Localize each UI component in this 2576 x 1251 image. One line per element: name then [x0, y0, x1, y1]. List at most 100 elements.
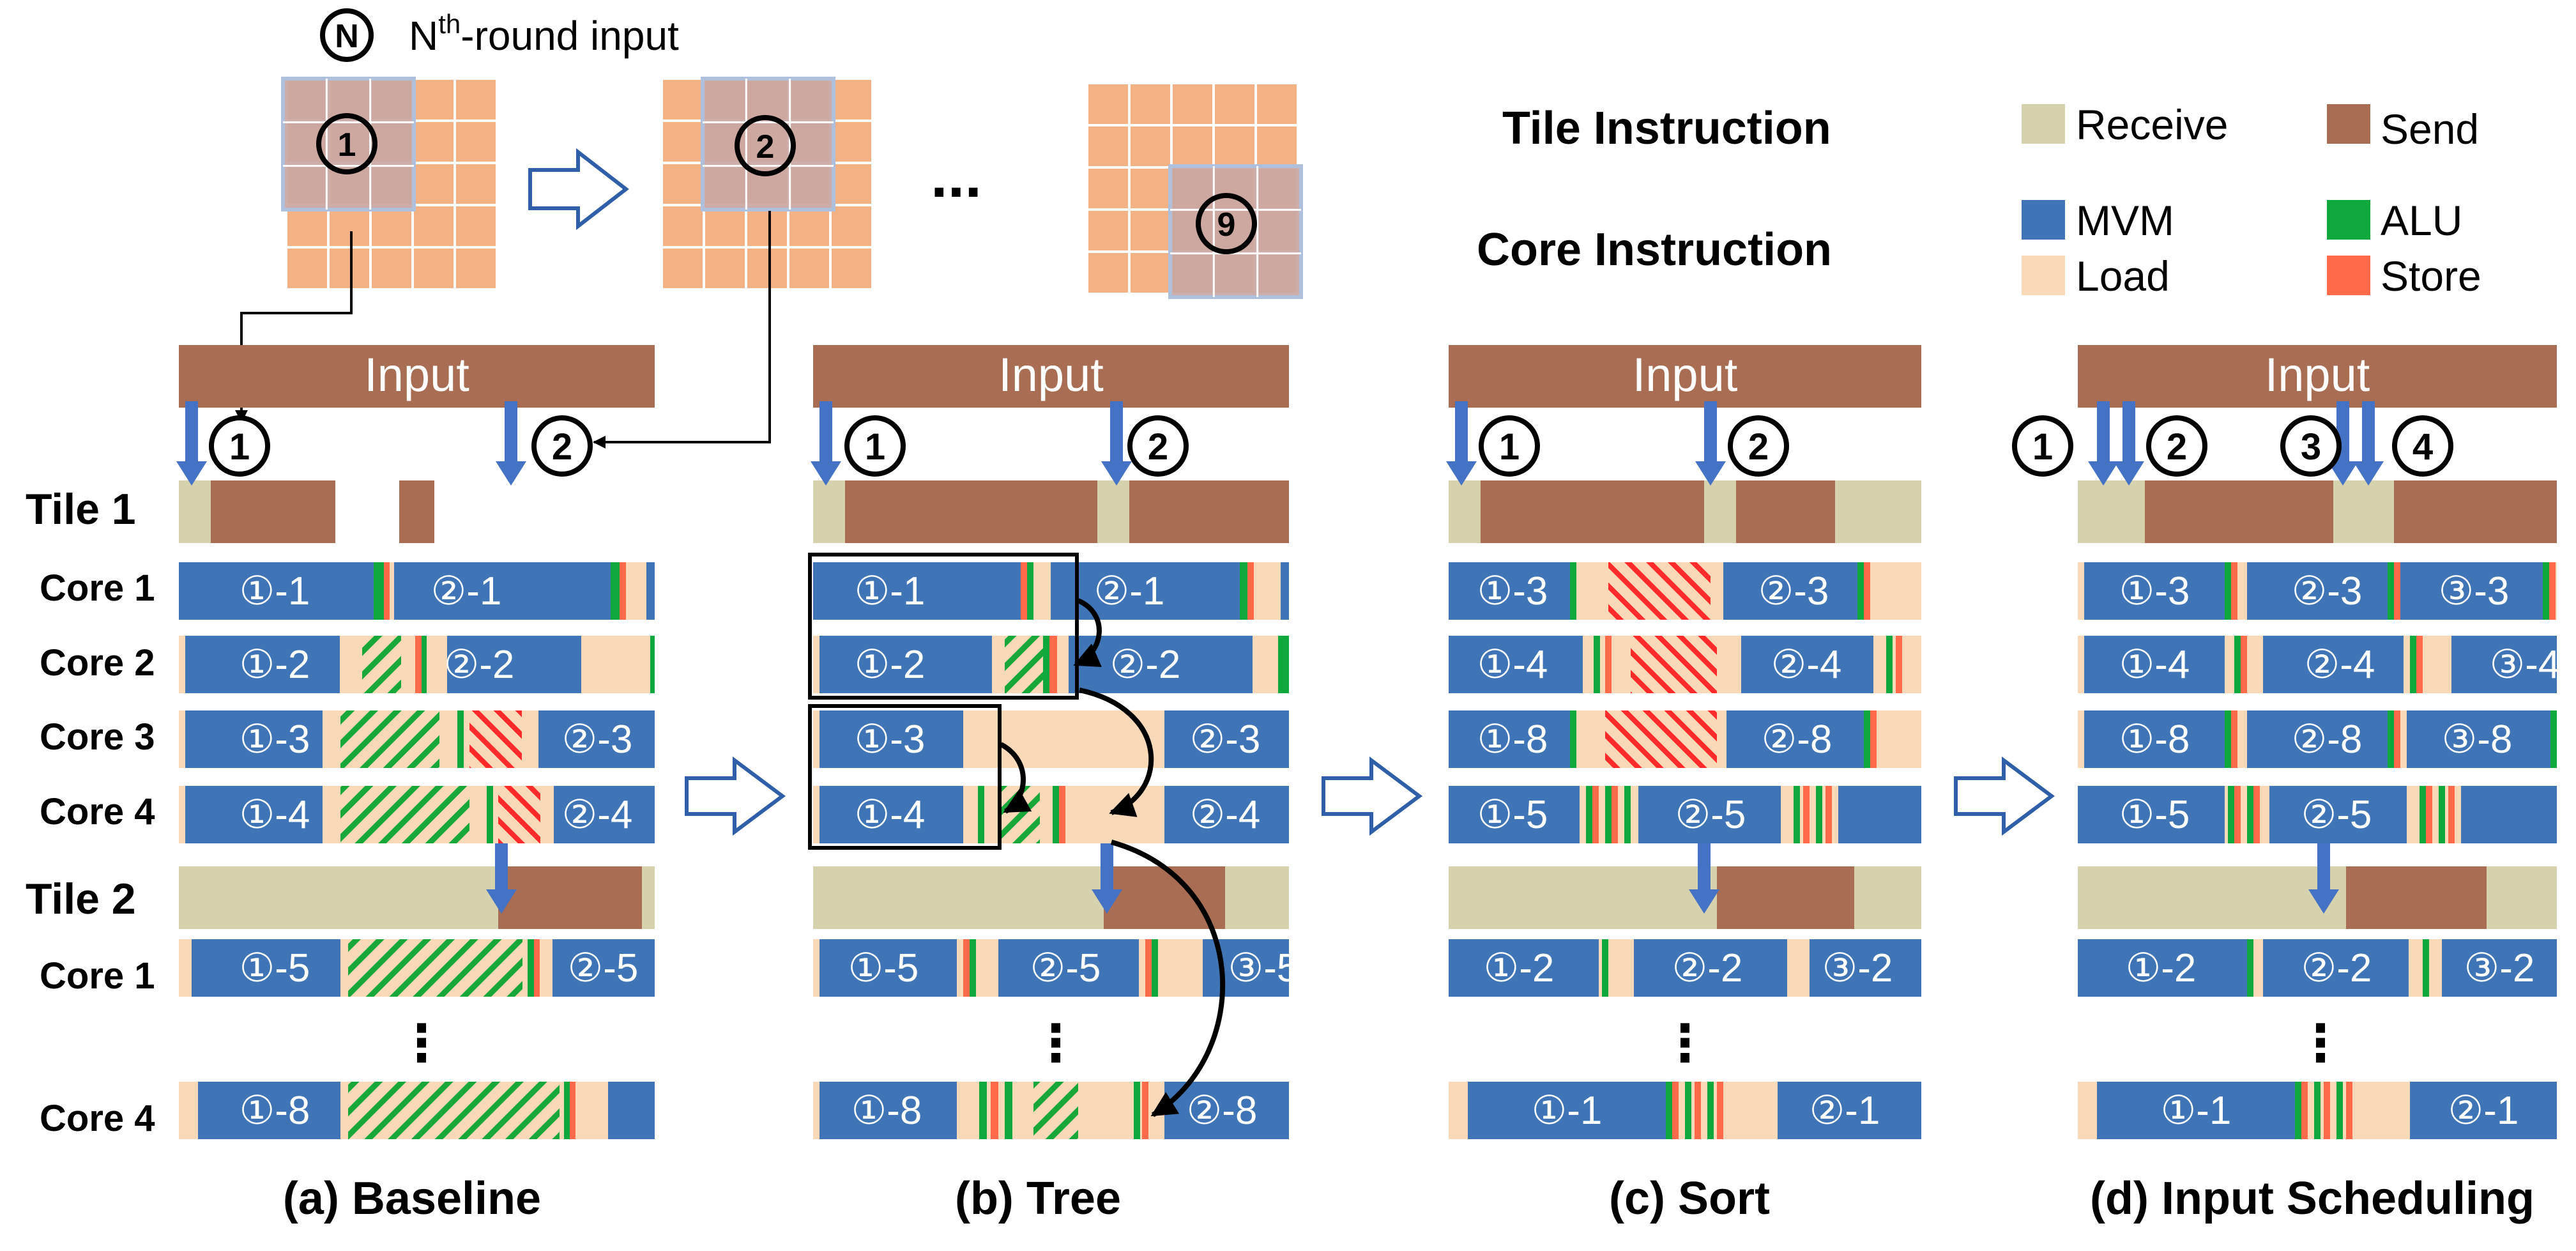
core-segment-store — [1592, 786, 1599, 843]
core-segment-mvm — [538, 710, 655, 768]
grid-cell — [453, 204, 498, 249]
grid-cell — [411, 162, 456, 206]
grid-cell — [411, 204, 456, 249]
tile1-segment — [1097, 480, 1129, 543]
core-segment-mvm — [1726, 710, 1864, 768]
core-task-label: ①-4 — [240, 793, 310, 837]
core-segment-mvm — [1741, 636, 1873, 693]
core-segment-alu — [2410, 636, 2416, 693]
core-segment-mvm — [179, 562, 374, 620]
receive-arrow — [176, 401, 207, 486]
core-segment-store — [2231, 562, 2237, 620]
core-segment-alu — [1134, 1082, 1140, 1139]
round-circle-number: 1 — [865, 426, 885, 468]
round-circle — [2012, 415, 2073, 477]
core-segment-alu — [1027, 562, 1033, 620]
core-segment-mvm — [1838, 786, 1921, 843]
legend-load-swatch — [2022, 256, 2065, 295]
core-task-label: ③-2 — [1822, 946, 1893, 990]
tile2-segment — [1225, 866, 1289, 929]
core-segment-alu — [1005, 1082, 1012, 1139]
core-task-label: ①-8 — [851, 1089, 922, 1133]
core-segment-mvm — [819, 786, 963, 843]
core-segment-alu — [1278, 636, 1289, 693]
tile2-segment — [1449, 866, 1717, 929]
receive-arrow — [2114, 401, 2144, 486]
core-segment-alu — [1152, 939, 1158, 997]
grid-cell — [829, 119, 874, 164]
nth-round-label: Nth-round input — [409, 9, 679, 59]
core-segment-alu — [1594, 636, 1600, 693]
core-segment-alu — [2247, 786, 2253, 843]
core-segment-alu — [2234, 636, 2241, 693]
tile2-segment — [1854, 866, 1921, 929]
core-segment-store — [534, 939, 540, 997]
grid-cell — [829, 246, 874, 291]
tile2-arrow — [2308, 838, 2339, 914]
legend-mvm-label: MVM — [2076, 197, 2174, 244]
round-circle-number: 2 — [2167, 426, 2187, 468]
core-segment-hatchG — [1033, 1082, 1078, 1139]
core-segment-hatchR — [1631, 636, 1717, 693]
core-segment-mvm — [819, 939, 957, 997]
core-task-label: ②-8 — [2292, 718, 2363, 762]
core-segment-alu — [1794, 786, 1800, 843]
tile1-segment — [1481, 480, 1704, 543]
grid-cell — [703, 246, 747, 291]
core-segment-mvm — [2263, 939, 2409, 997]
tile1-segment — [2394, 480, 2557, 543]
core-segment-alu — [2314, 1082, 2321, 1139]
grid-window — [1168, 164, 1303, 299]
grid-cell — [1254, 82, 1299, 127]
core-task-label: ①-2 — [1484, 946, 1555, 990]
core-task-label: ①-1 — [855, 569, 926, 613]
core-segment-hatchR — [1608, 562, 1711, 620]
tree-annotations — [808, 553, 1226, 1117]
core-task-label: ②-3 — [562, 718, 633, 762]
tree-arrow-4 — [1110, 840, 1226, 1117]
grid-cell — [1086, 82, 1131, 127]
core-segment-hatchG — [340, 710, 439, 768]
grid-cell — [411, 119, 456, 164]
round-circle — [1127, 415, 1189, 477]
grid-cell — [1170, 82, 1215, 127]
receive-arrow — [1446, 401, 1477, 486]
tile1-segment — [813, 480, 845, 543]
core-segment-mvm — [2263, 636, 2404, 693]
core-segment-mvm — [608, 1082, 655, 1139]
grid-cell — [829, 162, 874, 206]
core-segment-mvm — [1449, 636, 1583, 693]
core-segment-store — [1247, 562, 1254, 620]
core-segment-mvm — [1281, 562, 1289, 620]
grid-markers: 1 2 9 — [316, 113, 1257, 254]
nth-round-marker-text: N — [335, 18, 359, 55]
tile1-segment — [2145, 480, 2333, 543]
row-labels: Tile 1 Core 1 Core 2 Core 3 Core 4 Tile … — [26, 485, 155, 1139]
core-segment-alu — [611, 562, 620, 620]
core-task-label: ③-2 — [2464, 946, 2535, 990]
flow-arrow-a-b — [685, 756, 786, 836]
input-grid-round1 — [281, 77, 498, 291]
round-circle — [2392, 415, 2453, 477]
core-task-label: ①-4 — [2119, 643, 2190, 687]
row-label-tile2: Tile 2 — [26, 875, 136, 923]
tile1-segment — [2333, 480, 2394, 543]
core-segment-alu — [1685, 1082, 1691, 1139]
round-circle — [844, 415, 906, 477]
grid-cell — [660, 77, 705, 122]
core-segment-mvm — [646, 562, 655, 620]
core-segment-mvm — [1164, 710, 1289, 768]
core-segment-alu — [1053, 786, 1059, 843]
tile2-arrow — [1689, 838, 1719, 914]
tree-group-box-1 — [808, 553, 1079, 700]
grid-cell — [1086, 250, 1131, 295]
core-segment-alu — [2228, 786, 2234, 843]
legend-send-swatch — [2327, 104, 2370, 144]
core-segment-mvm — [1164, 786, 1289, 843]
core-task-label: ③-4 — [2490, 643, 2561, 687]
core-segment-store — [1864, 562, 1870, 620]
core-segment-mvm — [2097, 1082, 2295, 1139]
core-segment-alu — [1043, 636, 1049, 693]
core-segment-store — [2346, 1082, 2352, 1139]
